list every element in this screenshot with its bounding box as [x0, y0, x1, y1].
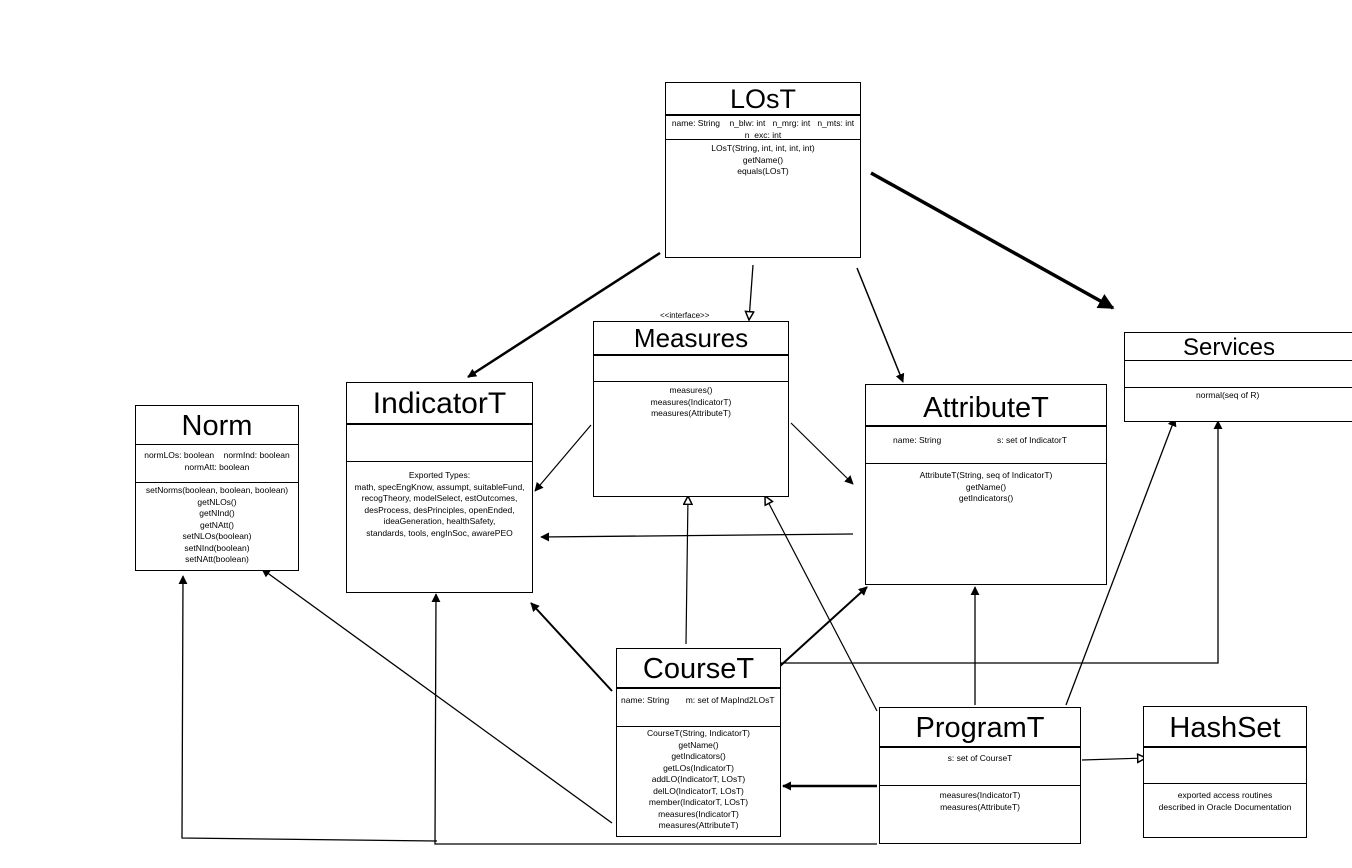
class-attribute-attributes: name: String s: set of IndicatorT [866, 427, 1106, 464]
class-norm-attr-line: normAtt: boolean [184, 461, 250, 472]
course-to-norm-arrow [261, 568, 613, 824]
program-to-norm-connector [178, 575, 438, 842]
class-indicator-name: IndicatorT [347, 383, 532, 425]
class-lost-attr-line: n_exc: int [744, 129, 782, 140]
class-hashset-name: HashSet [1144, 707, 1306, 748]
class-services-attributes [1125, 361, 1352, 388]
interface-measures[interactable]: Measures measures() measures(IndicatorT)… [593, 321, 789, 497]
class-norm-method: setNorms(boolean, boolean, boolean) [145, 485, 289, 495]
interface-measures-method: measures() [669, 385, 713, 395]
class-norm-method: getNLOs() [197, 496, 237, 507]
class-course-method: getLOs(IndicatorT) [663, 762, 734, 773]
class-lost-method: equals(LOsT) [737, 166, 789, 176]
class-course-method: measures(AttributeT) [658, 820, 739, 830]
class-course-method: delLO(IndicatorT, LOsT) [653, 785, 744, 796]
interface-measures-method: measures(AttributeT) [651, 408, 731, 418]
class-indicator-type-line: math, specEngKnow, assumpt, suitableFund… [354, 481, 525, 492]
class-hashset-methods: exported access routines described in Or… [1144, 784, 1306, 813]
class-course-name: CourseT [617, 649, 780, 689]
class-services-methods: normal(seq of R) [1125, 388, 1352, 402]
class-norm-method: setNInd(boolean) [184, 542, 250, 553]
class-course-methods: CourseT(String, IndicatorT) getName() ge… [617, 727, 780, 832]
class-attribute-name: AttributeT [866, 385, 1106, 427]
class-attribute-method: getIndicators() [958, 493, 1014, 503]
interface-measures-attributes [594, 356, 788, 382]
class-lost-method: getName() [742, 154, 784, 165]
class-indicator-type-line: standards, tools, engInSoc, awarePEO [366, 527, 513, 538]
class-lost-method: LOsT(String, int, int, int, int) [711, 143, 815, 153]
course-implements-measures [686, 496, 688, 645]
class-attribute-methods: AttributeT(String, seq of IndicatorT) ge… [866, 464, 1106, 505]
class-program-attributes: s: set of CourseT [880, 748, 1080, 786]
class-hashset[interactable]: HashSet exported access routines describ… [1143, 706, 1307, 838]
class-program-method: measures(IndicatorT) [939, 790, 1021, 800]
class-lost-methods: LOsT(String, int, int, int, int) getName… [666, 140, 860, 178]
course-to-attribute-arrow [778, 586, 868, 668]
course-to-services-connector [781, 420, 1223, 664]
lost-to-indicator-arrow [467, 251, 661, 379]
class-indicator[interactable]: IndicatorT Exported Types: math, specEng… [346, 382, 533, 593]
class-hashset-method: exported access routines [1177, 790, 1273, 800]
class-course[interactable]: CourseT name: String m: set of MapInd2LO… [616, 648, 781, 837]
class-services-method: normal(seq of R) [1196, 390, 1260, 400]
class-lost[interactable]: LOsT name: String n_blw: int n_mrg: int … [665, 82, 861, 258]
class-attribute-method: getName() [965, 481, 1007, 492]
class-program-name: ProgramT [880, 708, 1080, 748]
measures-stereotype: <<interface>> [660, 311, 710, 320]
measures-to-indicator-arrow [534, 424, 592, 492]
class-indicator-type-line: desProcess, desPrinciples, openEnded, [364, 504, 515, 515]
class-course-attributes: name: String m: set of MapInd2LOsT [617, 689, 780, 727]
class-services[interactable]: Services normal(seq of R) [1124, 332, 1352, 422]
lost-to-measures-arrow [749, 264, 753, 320]
class-indicator-attributes [347, 425, 532, 462]
class-course-method: measures(IndicatorT) [658, 808, 739, 819]
class-norm-method: getNInd() [199, 508, 235, 518]
program-to-indicator-connector [431, 593, 877, 845]
class-course-method: getName() [678, 739, 719, 750]
class-course-method: member(IndicatorT, LOsT) [648, 797, 749, 807]
class-indicator-methods: Exported Types: math, specEngKnow, assum… [347, 462, 532, 539]
class-program-methods: measures(IndicatorT) measures(AttributeT… [880, 786, 1080, 813]
class-attribute-method: AttributeT(String, seq of IndicatorT) [919, 470, 1053, 480]
class-norm-method: setNAtt(boolean) [185, 554, 249, 564]
class-hashset-method: described in Oracle Documentation [1158, 801, 1292, 812]
class-indicator-type-line: Exported Types: [408, 470, 471, 480]
class-norm-attr-line: normLOs: boolean normInd: boolean [144, 450, 290, 460]
measures-to-attribute-arrow [790, 422, 854, 485]
class-course-method: CourseT(String, IndicatorT) [647, 728, 750, 738]
program-to-hashset-arrow [1081, 758, 1146, 760]
course-to-indicator-arrow [530, 602, 613, 692]
class-program-method: measures(AttributeT) [940, 801, 1020, 812]
attribute-to-indicator-arrow [540, 532, 854, 542]
class-lost-attr-line: name: String n_blw: int n_mrg: int n_mts… [671, 118, 855, 128]
interface-measures-name: Measures [594, 322, 788, 356]
class-course-attr-line: name: String m: set of MapInd2LOsT [621, 695, 775, 705]
class-attribute-attr-name: name: String [893, 435, 942, 445]
class-norm[interactable]: Norm normLOs: boolean normInd: boolean n… [135, 405, 299, 571]
class-attribute[interactable]: AttributeT name: String s: set of Indica… [865, 384, 1107, 585]
class-services-name: Services [1125, 333, 1352, 361]
interface-measures-method: measures(IndicatorT) [650, 396, 732, 407]
lost-to-services-arrow [870, 171, 1115, 310]
class-course-method: addLO(IndicatorT, LOsT) [651, 774, 746, 784]
class-hashset-attributes [1144, 748, 1306, 784]
class-indicator-type-line: ideaGeneration, healthSafety, [383, 516, 496, 526]
lost-to-attribute-arrow [856, 267, 905, 383]
program-to-services-arrow [1065, 417, 1177, 706]
class-program-attr-line: s: set of CourseT [947, 753, 1013, 763]
class-program[interactable]: ProgramT s: set of CourseT measures(Indi… [879, 707, 1081, 844]
class-indicator-type-line: recogTheory, modelSelect, estOutcomes, [361, 493, 518, 503]
program-implements-measures [765, 496, 878, 712]
class-norm-name: Norm [136, 406, 298, 445]
class-norm-attributes: normLOs: boolean normInd: boolean normAt… [136, 445, 298, 483]
class-attribute-attr-s: s: set of IndicatorT [997, 435, 1067, 445]
interface-measures-methods: measures() measures(IndicatorT) measures… [594, 382, 788, 420]
class-norm-methods: setNorms(boolean, boolean, boolean) getN… [136, 483, 298, 566]
class-course-method: getIndicators() [671, 751, 726, 761]
class-lost-name: LOsT [666, 83, 860, 116]
class-norm-method: setNLOs(boolean) [182, 531, 252, 541]
class-norm-method: getNAtt() [199, 519, 234, 530]
class-lost-attributes: name: String n_blw: int n_mrg: int n_mts… [666, 116, 860, 140]
